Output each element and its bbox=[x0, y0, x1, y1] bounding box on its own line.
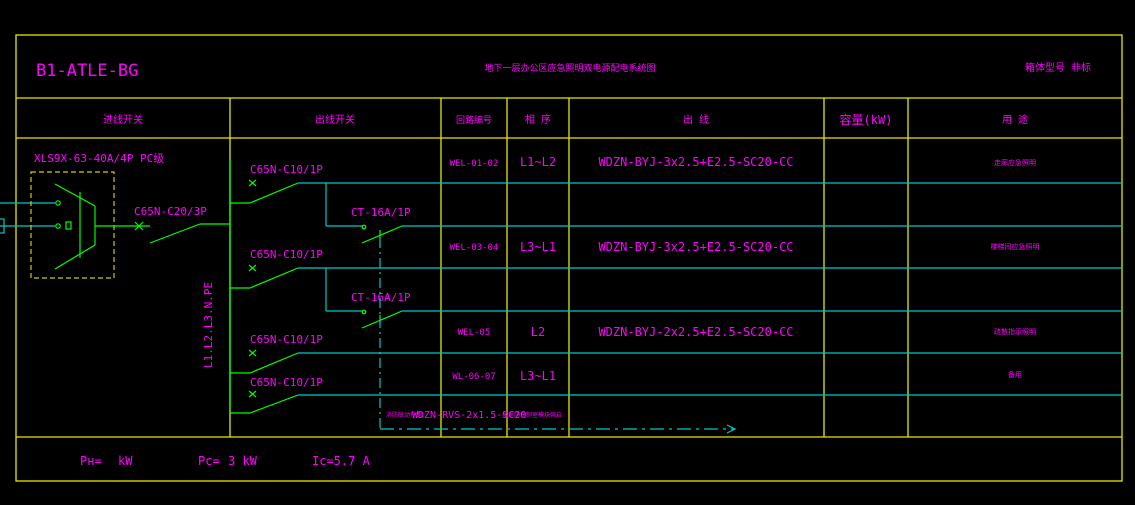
incoming-feeders bbox=[0, 202, 55, 234]
pc-label: Pc= bbox=[198, 454, 220, 468]
cable-spec: WDZN-BYJ-3x2.5+E2.5-SC20-CC bbox=[598, 155, 793, 169]
table-frame bbox=[15, 34, 1123, 482]
main-breaker-symbol bbox=[130, 221, 230, 244]
col-outgoing-switch: 出线开关 bbox=[315, 113, 355, 126]
circuit-no: WEL-03-04 bbox=[450, 243, 499, 253]
col-circuit-no: 回路编号 bbox=[456, 114, 492, 126]
contactor-label: CT-16A/1P bbox=[351, 206, 411, 219]
usage: 备用 bbox=[1008, 370, 1022, 379]
footer-summary: Pн= kW Pc= 3 kW Ic=5.7 A bbox=[80, 454, 371, 468]
col-cable: 出 线 bbox=[683, 113, 709, 126]
pc-value: 3 kW bbox=[228, 454, 258, 468]
cable-spec: WDZN-BYJ-2x2.5+E2.5-SC20-CC bbox=[598, 325, 793, 339]
ats-switch-symbol bbox=[30, 171, 130, 279]
enclosure-note: 箱体型号 非标 bbox=[1025, 61, 1091, 74]
cable-spec: WDZN-BYJ-3x2.5+E2.5-SC20-CC bbox=[598, 240, 793, 254]
branch-circuit-3: C65N-C10/1P bbox=[230, 333, 1122, 374]
usage: 楼梯间应急照明 bbox=[991, 242, 1040, 251]
branch-breaker-label: C65N-C10/1P bbox=[250, 163, 323, 176]
ats-model-label: XLS9X-63-40A/4P PC级 bbox=[34, 152, 164, 165]
fire-control-prefix: 消防联动控制 bbox=[386, 411, 422, 419]
usage: 走廊应急照明 bbox=[994, 158, 1036, 167]
ic-label: Ic=5.7 A bbox=[312, 454, 371, 468]
panel-id: B1-ATLE-BG bbox=[36, 61, 138, 81]
circuit-no: WL-06-07 bbox=[452, 372, 495, 382]
main-breaker-label: C65N-C20/3P bbox=[134, 205, 207, 218]
circuit-row: WEL-05 L2 WDZN-BYJ-2x2.5+E2.5-SC20-CC 疏散… bbox=[458, 325, 1036, 339]
fire-control-cable: WDZN-RVS-2x1.5-SC20 bbox=[412, 410, 526, 421]
col-usage: 用 途 bbox=[1002, 113, 1028, 126]
branch-circuit-4: C65N-C10/1P bbox=[230, 376, 1122, 414]
fire-control-line bbox=[379, 238, 737, 434]
circuit-no: WEL-05 bbox=[458, 328, 491, 338]
phase: L3~L1 bbox=[520, 240, 556, 254]
bus-label: L1.L2.L3.N.PE bbox=[202, 282, 215, 368]
branch-breaker-label: C65N-C10/1P bbox=[250, 376, 323, 389]
col-incoming-switch: 进线开关 bbox=[103, 113, 143, 126]
contactor-label: CT-16A/1P bbox=[351, 291, 411, 304]
circuit-no: WEL-01-02 bbox=[450, 159, 499, 169]
pn-unit: kW bbox=[118, 454, 133, 468]
col-phase: 相 序 bbox=[525, 113, 551, 126]
col-capacity: 容量(kW) bbox=[840, 112, 893, 127]
phase: L3~L1 bbox=[520, 369, 556, 383]
phase: L2 bbox=[531, 325, 545, 339]
pn-label: Pн= bbox=[80, 454, 102, 468]
fire-control-suffix: 接消防控制室模块强启 bbox=[502, 411, 562, 419]
branch-breaker-label: C65N-C10/1P bbox=[250, 248, 323, 261]
circuit-row: WEL-03-04 L3~L1 WDZN-BYJ-3x2.5+E2.5-SC20… bbox=[450, 240, 1040, 254]
branch-circuit-2: C65N-C10/1P CT-16A/1P bbox=[230, 248, 1122, 329]
usage: 疏散指示照明 bbox=[994, 327, 1036, 336]
diagram-title: 地下一层办公区应急照明双电源配电系统图 bbox=[484, 62, 655, 74]
branch-breaker-label: C65N-C10/1P bbox=[250, 333, 323, 346]
phase: L1~L2 bbox=[520, 155, 556, 169]
circuit-row: WL-06-07 L3~L1 备用 bbox=[452, 369, 1022, 383]
circuit-row: WEL-01-02 L1~L2 WDZN-BYJ-3x2.5+E2.5-SC20… bbox=[450, 155, 1036, 169]
branch-circuit-1: C65N-C10/1P CT-16A/1P bbox=[230, 163, 1122, 244]
